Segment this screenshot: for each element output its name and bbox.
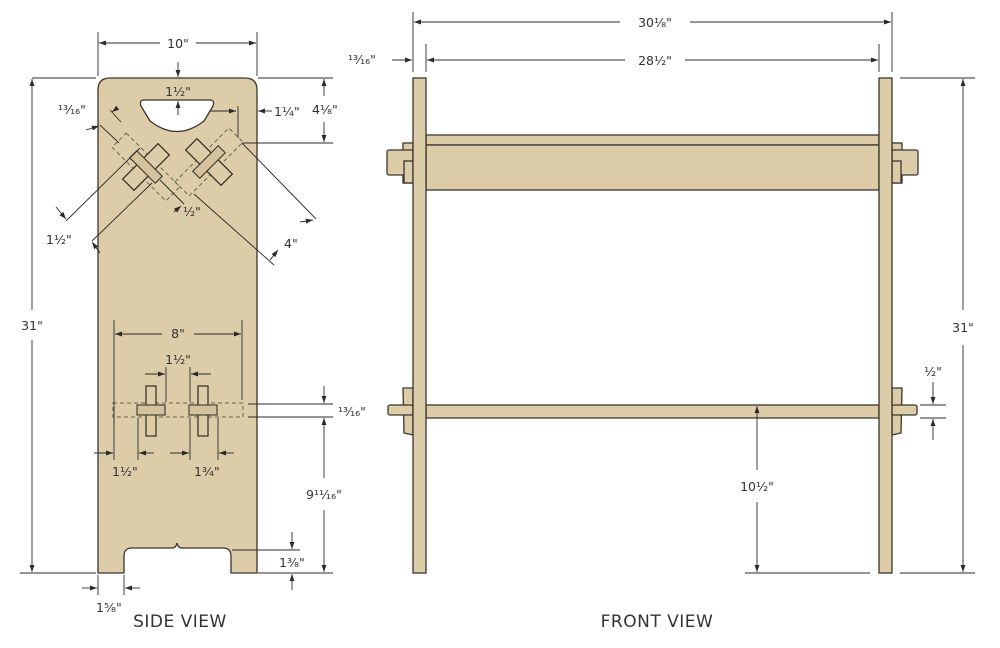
dim-diag-length: 4" bbox=[284, 236, 298, 251]
top-rail bbox=[425, 134, 880, 146]
dim-lower-left-offset: 1¹⁄₂" bbox=[112, 464, 138, 479]
front-view-title: FRONT VIEW bbox=[601, 612, 714, 632]
right-diagonal-joint bbox=[174, 127, 244, 197]
dim-inner-width: 28¹⁄₂" bbox=[638, 53, 672, 68]
top-board bbox=[425, 144, 880, 191]
dim-lower-span: 8" bbox=[171, 326, 185, 341]
left-top-wedge-front bbox=[403, 160, 414, 184]
side-view-title: SIDE VIEW bbox=[133, 612, 227, 632]
front-view: 30¹⁄₈" 28¹⁄₂" ¹³⁄₁₆" 31" ¹⁄₂" 10¹⁄₂" FRO… bbox=[348, 12, 975, 632]
right-top-wedge-front bbox=[891, 160, 902, 184]
dim-foot-width: 1⁵⁄₈" bbox=[96, 600, 122, 615]
dim-cutout-height: 1³⁄₈" bbox=[279, 555, 305, 570]
left-mortise bbox=[136, 404, 166, 416]
lower-shelf bbox=[425, 404, 880, 419]
side-dimensions bbox=[20, 32, 333, 595]
side-view: 10" 1¹⁄₂" 1¹⁄₄" 4¹⁄₈" ¹³⁄₁₆" ¹⁄₂" 1¹⁄₂" … bbox=[19, 32, 366, 632]
dim-shelf-thickness: ¹⁄₂" bbox=[924, 364, 942, 379]
left-lower-tenon bbox=[387, 404, 414, 416]
dim-overall-width: 30¹⁄₈" bbox=[638, 15, 672, 30]
right-mortise bbox=[188, 404, 218, 416]
dim-diag-mortise-width: ¹³⁄₁₆" bbox=[58, 102, 86, 117]
dim-lower-mortise-width: ¹³⁄₁₆" bbox=[338, 404, 366, 419]
dim-handle-from-top: 1¹⁄₂" bbox=[165, 84, 191, 99]
dim-handle-depth: 4¹⁄₈" bbox=[312, 102, 338, 117]
dim-leg-thickness: ¹³⁄₁₆" bbox=[348, 52, 376, 67]
lower-stretcher-outline bbox=[112, 402, 244, 418]
dim-mortise-spacing: 1¹⁄₂" bbox=[165, 352, 191, 367]
front-dimensions bbox=[392, 12, 975, 574]
right-lower-tenon bbox=[891, 404, 918, 416]
dim-shelf-height: 10¹⁄₂" bbox=[740, 479, 774, 494]
dim-front-height: 31" bbox=[952, 320, 974, 335]
dim-side-height: 31" bbox=[21, 318, 43, 333]
dim-width: 10" bbox=[167, 36, 189, 51]
dim-diag-offset: 1¹⁄₂" bbox=[46, 232, 72, 247]
dim-lower-height: 9¹¹⁄₁₆" bbox=[306, 487, 342, 502]
dim-diag-gap: ¹⁄₂" bbox=[183, 204, 201, 219]
handle-cutout bbox=[139, 99, 215, 133]
dim-handle-from-edge: 1¹⁄₄" bbox=[274, 104, 300, 119]
dim-lower-mortise-length: 1³⁄₄" bbox=[194, 464, 220, 479]
right-leg bbox=[878, 77, 893, 574]
left-leg bbox=[412, 77, 427, 574]
